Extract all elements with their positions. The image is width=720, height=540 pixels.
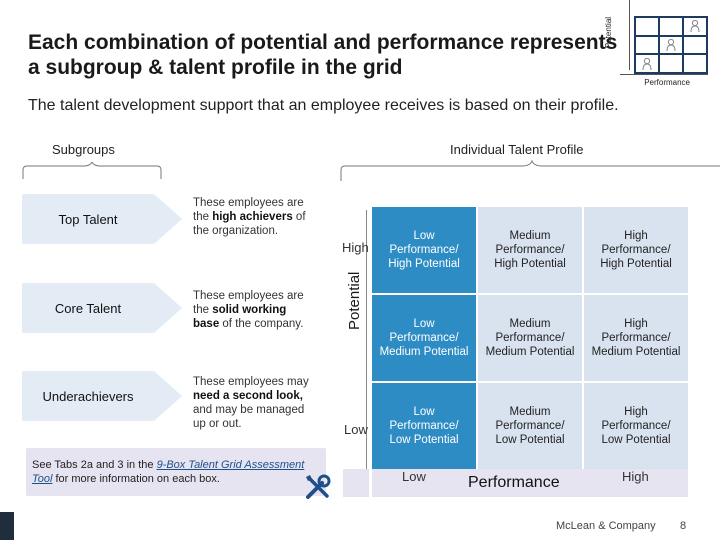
subgroup-arrow — [154, 283, 182, 333]
left-edge-accent — [0, 512, 14, 540]
potential-axis-label: Potential — [346, 271, 363, 330]
potential-high-label: High — [342, 240, 369, 255]
talent-grid: Low Performance/ High Potential Medium P… — [372, 207, 688, 469]
subgroup-top-talent-desc: These employees are the high achievers o… — [193, 197, 306, 237]
mini-grid-cell — [635, 35, 659, 55]
mini-grid-x-axis: Performance — [620, 74, 708, 89]
subgroups-header: Subgroups — [52, 142, 115, 157]
mini-grid-cell — [683, 35, 707, 55]
subgroup-arrow — [154, 194, 182, 244]
assessment-tool-link[interactable]: 9-Box Talent Grid Assessment Tool — [32, 459, 305, 485]
page-title: Each combination of potential and perfor… — [28, 31, 618, 79]
subgroup-top-talent: Top Talent — [22, 194, 154, 244]
performance-axis-label: Performance — [468, 474, 560, 491]
grid-cell-low-perf-high-pot: Low Performance/ High Potential — [372, 207, 476, 293]
page-number: 8 — [680, 520, 687, 532]
mini-grid-icon — [634, 16, 708, 74]
page-subtitle: The talent development support that an e… — [28, 97, 619, 114]
grid-cell-low-perf-med-pot: Low Performance/ Medium Potential — [372, 295, 476, 381]
performance-axis-band — [372, 469, 688, 497]
mini-grid-x-label: Performance — [644, 78, 690, 87]
footer-brand: McLean & Company — [556, 520, 656, 532]
mini-grid-y-axis: Potential — [604, 0, 630, 70]
person-icon — [666, 38, 676, 51]
subgroups-bracket — [22, 162, 162, 179]
performance-low-label: Low — [402, 469, 426, 484]
subgroup-arrow — [154, 371, 182, 421]
person-icon — [642, 57, 652, 70]
subgroup-core-talent: Core Talent — [22, 283, 154, 333]
mini-grid-cell — [659, 54, 683, 73]
grid-cell-med-perf-med-pot: Medium Performance/ Medium Potential — [478, 295, 582, 381]
note-text: See Tabs 2a and 3 in the 9-Box Talent Gr… — [32, 459, 305, 485]
performance-axis-corner — [343, 469, 369, 497]
individual-profile-header: Individual Talent Profile — [450, 142, 584, 157]
grid-cell-low-perf-low-pot: Low Performance/ Low Potential — [372, 383, 476, 469]
tools-icon — [306, 474, 331, 499]
mini-grid-cell — [635, 54, 659, 73]
individual-profile-bracket — [340, 160, 720, 181]
potential-low-label: Low — [344, 422, 368, 437]
subgroup-underachievers: Underachievers — [22, 371, 154, 421]
mini-grid-y-label: Potential — [604, 16, 614, 49]
person-icon — [690, 20, 700, 33]
potential-axis-line — [366, 210, 367, 470]
performance-high-label: High — [622, 469, 649, 484]
mini-grid-cell — [683, 17, 707, 36]
grid-cell-med-perf-high-pot: Medium Performance/ High Potential — [478, 207, 582, 293]
grid-cell-high-perf-low-pot: High Performance/ Low Potential — [584, 383, 688, 469]
note-box — [26, 448, 326, 496]
left-edge — [0, 0, 14, 540]
mini-grid-cell — [659, 35, 683, 55]
mini-grid-cell — [683, 54, 707, 73]
mini-grid-cell — [659, 17, 683, 36]
grid-cell-med-perf-low-pot: Medium Performance/ Low Potential — [478, 383, 582, 469]
subgroup-underachievers-desc: These employees may need a second look, … — [193, 376, 309, 430]
mini-grid-cell — [635, 17, 659, 36]
grid-cell-high-perf-high-pot: High Performance/ High Potential — [584, 207, 688, 293]
subgroup-core-talent-desc: These employees are the solid working ba… — [193, 290, 304, 330]
grid-cell-high-perf-med-pot: High Performance/ Medium Potential — [584, 295, 688, 381]
